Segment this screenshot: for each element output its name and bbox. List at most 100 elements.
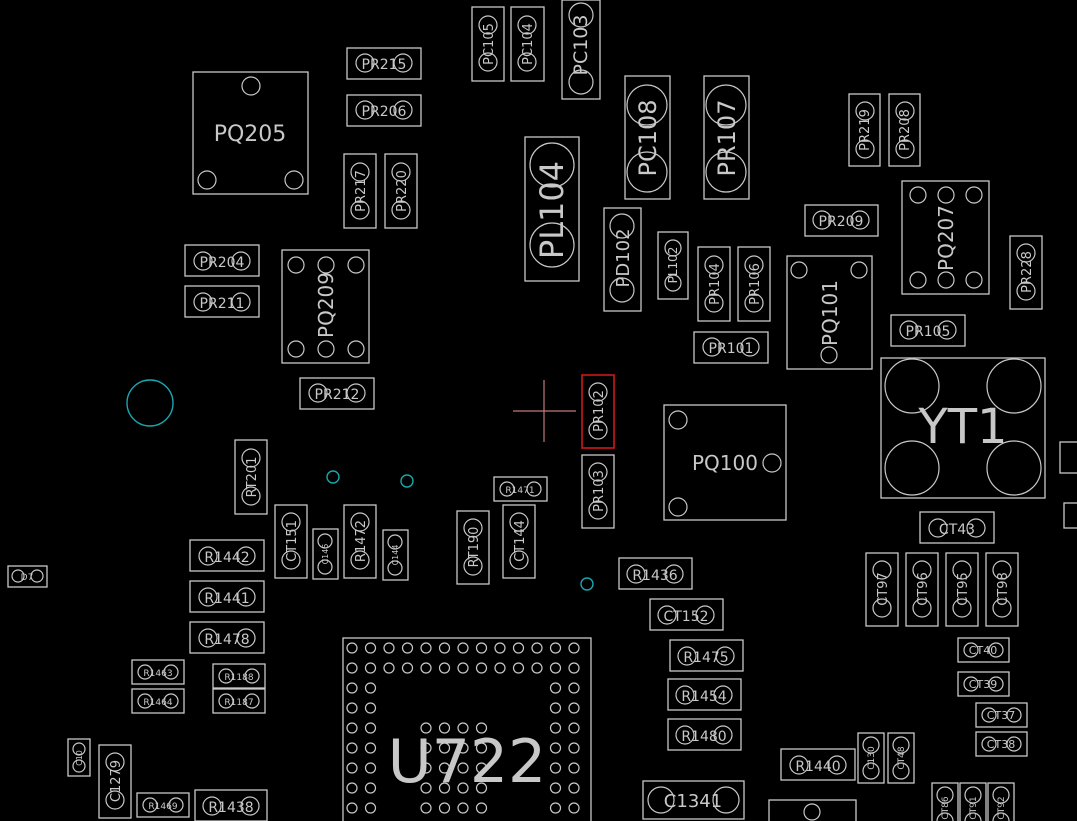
component-r1472[interactable]: R1472: [343, 504, 377, 579]
component-r1442[interactable]: R1442: [189, 539, 265, 572]
component-pr206[interactable]: PR206: [346, 94, 422, 127]
component-d7[interactable]: D7: [7, 565, 48, 588]
component-yt1[interactable]: YT1: [880, 357, 1046, 499]
component-ct38[interactable]: CT38: [975, 731, 1028, 757]
component-pl102[interactable]: PL102: [657, 231, 689, 300]
component-pr105[interactable]: PR105: [890, 314, 966, 347]
component-ct37[interactable]: CT37: [975, 702, 1028, 728]
bga-ball: [364, 662, 377, 674]
component-r1187[interactable]: R1187: [212, 688, 266, 714]
component-r1441[interactable]: R1441: [189, 580, 265, 613]
component-ct98[interactable]: CT98: [985, 552, 1019, 627]
component-pq205[interactable]: PQ205: [192, 71, 309, 195]
component-pq100[interactable]: PQ100: [663, 404, 787, 521]
component-r1436[interactable]: R1436: [618, 557, 693, 590]
bga-ball: [346, 762, 358, 774]
bga-ball: [420, 782, 432, 794]
bga-ball: [549, 762, 562, 774]
bga-ball: [420, 762, 432, 774]
bga-ball: [364, 762, 377, 774]
component-pr208[interactable]: PR208: [888, 93, 921, 167]
bga-ball: [383, 642, 395, 654]
component-pr101[interactable]: PR101: [693, 331, 769, 364]
component-ct152[interactable]: CT152: [649, 598, 724, 631]
label-r1463: R1463: [143, 669, 172, 679]
component-pr204[interactable]: PR204: [184, 244, 260, 277]
component-pr215[interactable]: PR215: [346, 47, 422, 80]
component-pr104[interactable]: PR104: [697, 246, 731, 322]
component-pc103[interactable]: PC103: [561, 0, 601, 100]
component-ct92[interactable]: CT92: [987, 782, 1015, 821]
component-c1341[interactable]: C1341: [642, 780, 745, 820]
component-pr220[interactable]: PR220: [384, 153, 418, 229]
component-pr209[interactable]: PR209: [804, 204, 879, 237]
bga-ball: [420, 742, 432, 754]
component-ct96[interactable]: CT96: [905, 552, 939, 627]
component-pq207[interactable]: PQ207: [901, 180, 990, 295]
bga-ball: [568, 702, 580, 714]
component-pr106[interactable]: PR106: [737, 246, 771, 322]
component-pr212[interactable]: PR212: [299, 377, 375, 410]
bga-ball: [346, 722, 358, 734]
label-ct151: CT151: [285, 520, 300, 562]
component-pc104[interactable]: PC104: [510, 6, 545, 82]
component-ct43[interactable]: CT43: [919, 511, 995, 544]
component-pr103[interactable]: PR103: [581, 454, 615, 529]
component-r1469[interactable]: R1469: [136, 792, 190, 818]
component-ct86[interactable]: CT86: [931, 782, 959, 821]
component-ct39[interactable]: CT39: [957, 671, 1010, 697]
component-partial-bottom[interactable]: [768, 799, 857, 821]
component-c130[interactable]: C130: [857, 732, 885, 784]
component-pr228[interactable]: PR228: [1009, 235, 1043, 310]
component-u722[interactable]: U722: [342, 637, 592, 821]
component-pr102-selected[interactable]: PR102: [581, 374, 615, 449]
component-ct91[interactable]: CT91: [959, 782, 987, 821]
component-rt190[interactable]: RT190: [456, 510, 490, 585]
component-ct40[interactable]: CT40: [957, 637, 1010, 663]
component-r1475[interactable]: R1475: [669, 639, 744, 672]
bga-ball: [401, 662, 414, 674]
component-r1471[interactable]: R1471: [493, 476, 548, 502]
component-r1188[interactable]: R1188: [212, 663, 266, 689]
component-ct97[interactable]: CT97: [865, 552, 899, 627]
component-c1279[interactable]: C1279: [98, 744, 132, 819]
component-r1440[interactable]: R1440: [780, 748, 856, 781]
component-pc105[interactable]: PC105: [471, 6, 505, 82]
bga-ball: [438, 742, 451, 754]
bga-ball: [346, 642, 358, 654]
component-c144[interactable]: C144: [382, 529, 409, 581]
component-r1464[interactable]: R1464: [131, 688, 185, 714]
component-pl104[interactable]: PL104: [524, 136, 580, 282]
component-c10[interactable]: C10: [67, 738, 91, 777]
component-pr217[interactable]: PR217: [343, 153, 377, 229]
bga-ball: [475, 642, 488, 654]
component-r1480[interactable]: R1480: [667, 718, 742, 751]
component-r1438[interactable]: R1438: [194, 789, 268, 821]
component-c145[interactable]: C145: [312, 528, 339, 580]
component-r1478[interactable]: R1478: [189, 621, 265, 654]
label-ct98: CT98: [996, 572, 1011, 606]
component-ct144[interactable]: CT144: [502, 504, 536, 579]
component-pr107[interactable]: PR107: [703, 75, 750, 200]
component-pd102[interactable]: PD102: [603, 207, 642, 312]
component-partial-right-2[interactable]: [1063, 502, 1077, 529]
component-pq101[interactable]: PQ101: [786, 255, 873, 370]
bga-ball: [457, 662, 469, 674]
component-r1454[interactable]: R1454: [667, 678, 742, 711]
component-rt201[interactable]: RT201: [234, 439, 268, 515]
bga-ball: [364, 682, 377, 694]
component-partial-right-1[interactable]: [1059, 441, 1077, 474]
label-pr204: PR204: [200, 255, 245, 271]
component-ct151[interactable]: CT151: [274, 504, 308, 579]
label-ct40: CT40: [969, 644, 997, 657]
component-ct95[interactable]: CT95: [945, 552, 979, 627]
label-pr219: PR219: [858, 109, 873, 151]
component-pr211[interactable]: PR211: [184, 285, 260, 318]
component-pr219[interactable]: PR219: [848, 93, 881, 167]
component-r1463[interactable]: R1463: [131, 659, 185, 685]
component-ct48[interactable]: CT48: [887, 732, 915, 784]
component-pq209[interactable]: PQ209: [281, 249, 370, 364]
component-pc108[interactable]: PC108: [624, 75, 671, 200]
